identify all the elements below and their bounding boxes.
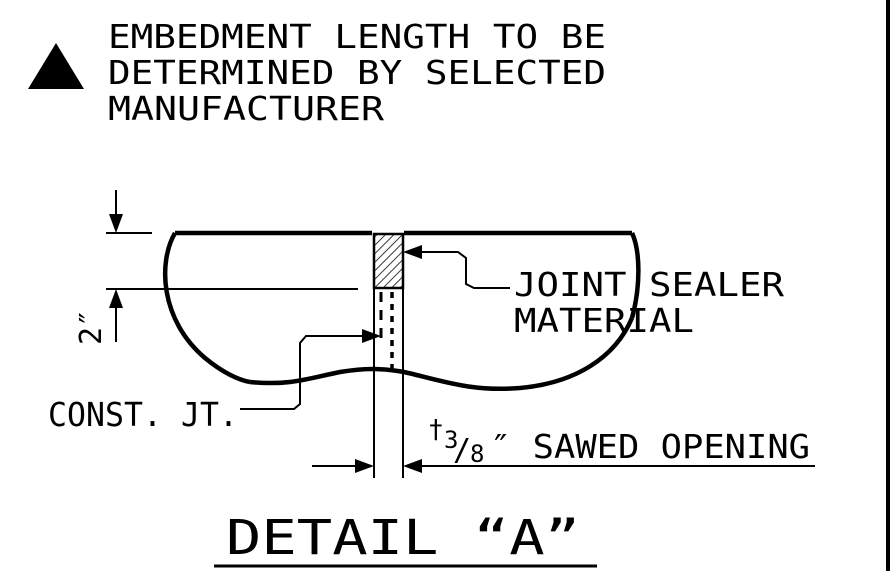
dimension-2in-label: 2″ [74, 309, 109, 345]
note-line-3: MANUFACTURER [108, 89, 384, 128]
sawed-dim-right-arrowhead [403, 459, 422, 473]
dim-arrow-down-head [109, 214, 123, 233]
sawed-dim-left-arrowhead [355, 459, 374, 473]
dimension-2in [106, 190, 358, 342]
filled-triangle-icon [28, 43, 84, 89]
fraction-denominator: 8 [470, 440, 484, 468]
slab-right-broken-edge [629, 232, 641, 319]
dagger-mark: † [428, 415, 444, 445]
dim-arrow-up-head [109, 289, 123, 308]
note-line-2: DETERMINED BY SELECTED [108, 53, 606, 92]
detail-title: DETAIL “A” [226, 510, 580, 566]
slab-section [162, 230, 641, 391]
slab-bottom-wavy-edge [249, 317, 635, 391]
const-jt-leader [240, 335, 366, 410]
joint-sealer-label-line-2: MATERIAL [514, 301, 694, 340]
note-line-1: EMBEDMENT LENGTH TO BE [108, 17, 606, 56]
sawed-opening-label: ″ SAWED OPENING [490, 427, 810, 466]
fraction-numerator: 3 [444, 426, 458, 454]
const-jt-label: CONST. JT. [48, 395, 238, 434]
const-jt-arrowhead [362, 329, 381, 343]
joint-sealer-leader [412, 251, 510, 289]
joint-sealer-hatch [372, 232, 405, 290]
fraction-slash: / [453, 433, 471, 468]
slab-left-broken-edge [162, 231, 251, 385]
joint-sealer-arrowhead [403, 245, 422, 259]
joint-sealer-label-line-1: JOINT SEALER [514, 265, 784, 304]
sawed-opening-dimension [312, 459, 815, 473]
